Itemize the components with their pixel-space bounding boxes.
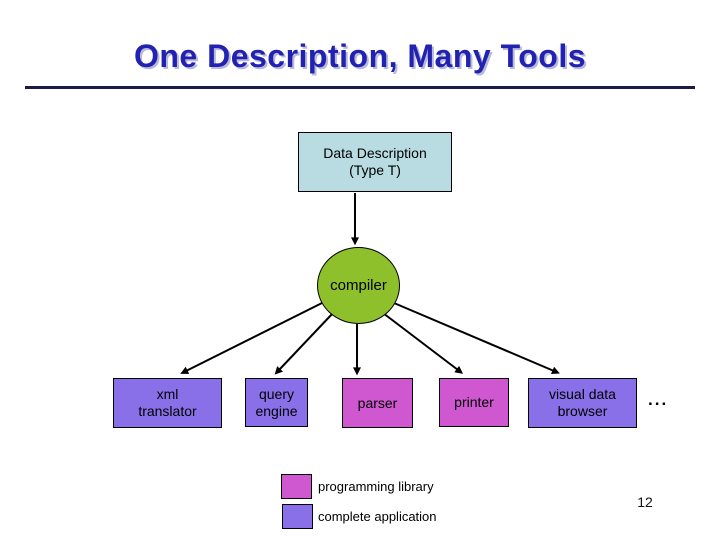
tool-label: xml (156, 386, 179, 402)
more-tools-ellipsis: ... (648, 390, 669, 409)
compiler-node: compiler (317, 247, 400, 324)
tool-box-query-engine: query engine (245, 378, 308, 427)
tool-label: browser (557, 403, 608, 419)
legend-swatch-complete-application (282, 504, 313, 529)
arrow-compiler-to-visual-data-browser (393, 302, 560, 375)
tool-box-visual-data-browser: visual data browser (528, 378, 637, 428)
data-description-line1: Data Description (323, 145, 427, 161)
tool-box-printer: printer (439, 378, 509, 427)
title-divider (25, 86, 695, 89)
tool-box-xml-translator: xml translator (113, 378, 222, 428)
legend-label-programming-library: programming library (318, 479, 434, 494)
tool-label: translator (138, 403, 197, 419)
compiler-label: compiler (330, 277, 387, 294)
tool-label: engine (255, 402, 298, 419)
tool-box-parser: parser (342, 378, 413, 428)
tool-label: visual data (549, 386, 616, 402)
data-description-box: Data Description (Type T) (298, 132, 452, 192)
tool-label: query (258, 385, 295, 402)
legend-swatch-programming-library (281, 474, 312, 499)
slide-title: One Description, Many Tools (133, 38, 587, 74)
arrow-compiler-to-xml-translator (180, 302, 323, 374)
tool-label: parser (357, 394, 398, 411)
arrow-compiler-to-query-engine (274, 312, 334, 375)
page-number: 12 (637, 494, 653, 510)
arrow-compiler-to-printer (382, 312, 464, 374)
tool-label: printer (454, 394, 494, 410)
legend-label-complete-application: complete application (318, 509, 437, 524)
data-description-line2: (Type T) (349, 162, 401, 178)
